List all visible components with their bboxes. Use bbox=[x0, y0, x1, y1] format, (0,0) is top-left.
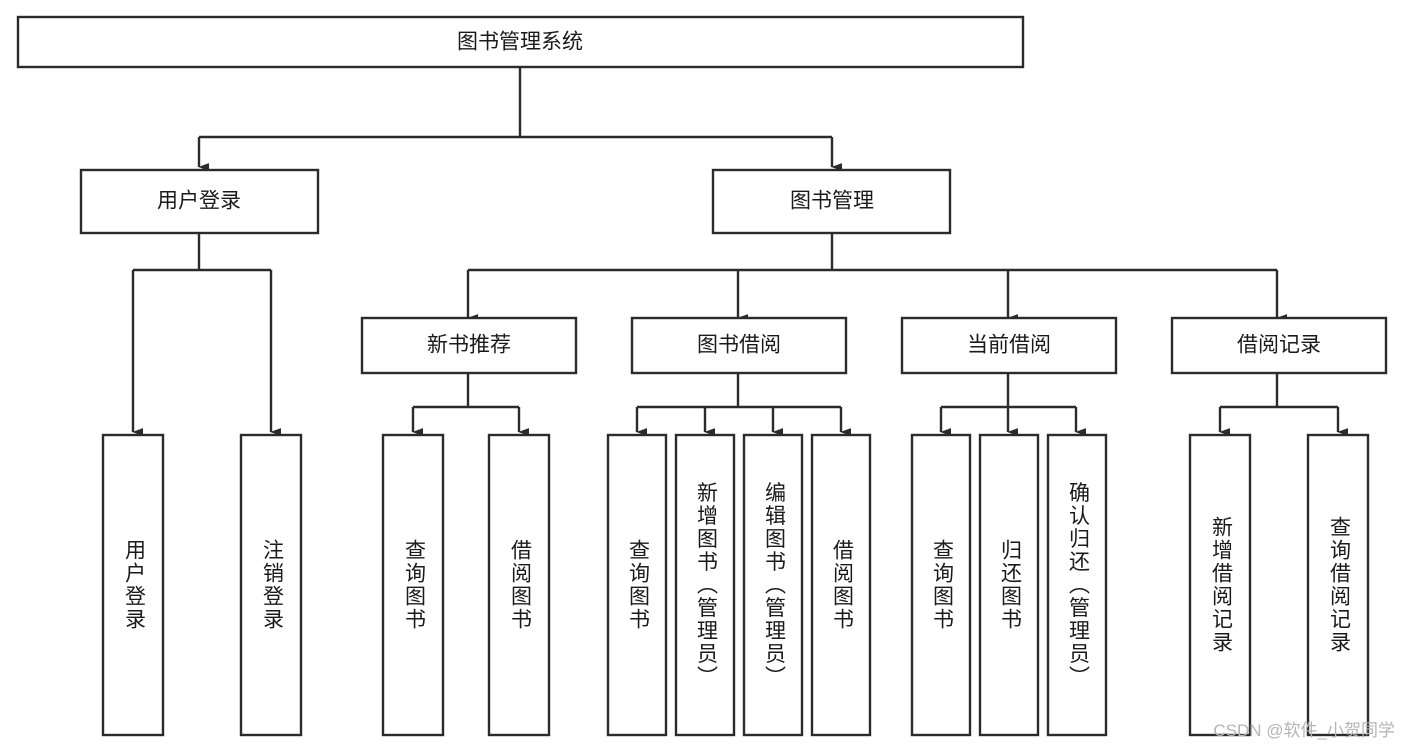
node-leaf-edit-book[interactable]: 编辑图书（管理员） bbox=[742, 433, 804, 737]
node-book-borrow-box[interactable] bbox=[630, 316, 848, 375]
node-leaf-confirm-return[interactable]: 确认归还（管理员） bbox=[1046, 433, 1108, 737]
node-leaf-borrow-book-2[interactable]: 借阅图书 bbox=[810, 433, 872, 737]
node-new-book-recommend-label: 新书推荐 bbox=[427, 334, 511, 357]
node-book-borrow-label: 图书借阅 bbox=[697, 334, 781, 357]
node-leaf-add-record[interactable]: 新增借阅记录 bbox=[1188, 433, 1252, 737]
node-leaf-user-login[interactable]: 用户登录 bbox=[101, 433, 165, 737]
node-leaf-logout-login[interactable]: 注销登录 bbox=[239, 433, 303, 737]
node-user-login-label: 用户登录 bbox=[157, 190, 241, 213]
node-leaf-logout-login-box[interactable] bbox=[239, 433, 303, 737]
node-leaf-edit-book-box[interactable] bbox=[742, 433, 804, 737]
node-current-borrow-label: 当前借阅 bbox=[967, 334, 1051, 357]
node-leaf-add-book-label: 新增图书（管理员） bbox=[694, 482, 718, 689]
node-root[interactable]: 图书管理系统 bbox=[16, 15, 1025, 69]
node-leaf-return-book-label: 归还图书 bbox=[998, 539, 1022, 631]
node-root-box[interactable] bbox=[16, 15, 1025, 69]
node-leaf-borrow-book-2-label: 借阅图书 bbox=[830, 539, 854, 631]
node-leaf-query-book-1-box[interactable] bbox=[381, 433, 445, 737]
node-book-management[interactable]: 图书管理 bbox=[711, 168, 952, 235]
node-leaf-query-book-2-label: 查询图书 bbox=[626, 539, 650, 631]
node-leaf-confirm-return-box[interactable] bbox=[1046, 433, 1108, 737]
node-borrow-record-label: 借阅记录 bbox=[1237, 334, 1321, 357]
node-leaf-return-book-box[interactable] bbox=[978, 433, 1040, 737]
node-leaf-logout-login-label: 注销登录 bbox=[260, 539, 284, 631]
node-leaf-borrow-book-1-box[interactable] bbox=[487, 433, 551, 737]
node-leaf-query-book-3-box[interactable] bbox=[910, 433, 972, 737]
node-leaf-add-record-box[interactable] bbox=[1188, 433, 1252, 737]
node-borrow-record[interactable]: 借阅记录 bbox=[1170, 316, 1388, 375]
node-leaf-query-record-label: 查询借阅记录 bbox=[1327, 516, 1351, 654]
node-user-login[interactable]: 用户登录 bbox=[79, 168, 320, 235]
node-leaf-borrow-book-2-box[interactable] bbox=[810, 433, 872, 737]
node-leaf-user-login-box[interactable] bbox=[101, 433, 165, 737]
node-leaf-add-record-label: 新增借阅记录 bbox=[1209, 516, 1233, 654]
connectors-layer bbox=[131, 67, 1349, 436]
node-leaf-add-book-box[interactable] bbox=[674, 433, 736, 737]
node-leaf-edit-book-label: 编辑图书（管理员） bbox=[762, 482, 786, 689]
node-leaf-query-book-1-label: 查询图书 bbox=[402, 539, 426, 631]
node-leaf-return-book[interactable]: 归还图书 bbox=[978, 433, 1040, 737]
node-root-label: 图书管理系统 bbox=[457, 31, 583, 54]
node-leaf-query-book-2[interactable]: 查询图书 bbox=[606, 433, 668, 737]
node-leaf-add-book[interactable]: 新增图书（管理员） bbox=[674, 433, 736, 737]
node-new-book-recommend[interactable]: 新书推荐 bbox=[360, 316, 578, 375]
node-leaf-user-login-label: 用户登录 bbox=[122, 539, 146, 631]
node-book-borrow[interactable]: 图书借阅 bbox=[630, 316, 848, 375]
node-book-management-label: 图书管理 bbox=[790, 190, 874, 213]
node-leaf-borrow-book-1-label: 借阅图书 bbox=[508, 539, 532, 631]
node-leaf-query-book-3[interactable]: 查询图书 bbox=[910, 433, 972, 737]
node-current-borrow-box[interactable] bbox=[900, 316, 1118, 375]
node-book-management-box[interactable] bbox=[711, 168, 952, 235]
node-leaf-query-record[interactable]: 查询借阅记录 bbox=[1306, 433, 1370, 737]
node-leaf-query-book-3-label: 查询图书 bbox=[930, 539, 954, 631]
node-leaf-query-book-1[interactable]: 查询图书 bbox=[381, 433, 445, 737]
node-new-book-recommend-box[interactable] bbox=[360, 316, 578, 375]
node-leaf-confirm-return-label: 确认归还（管理员） bbox=[1066, 482, 1090, 689]
node-borrow-record-box[interactable] bbox=[1170, 316, 1388, 375]
node-leaf-query-record-box[interactable] bbox=[1306, 433, 1370, 737]
node-current-borrow[interactable]: 当前借阅 bbox=[900, 316, 1118, 375]
node-user-login-box[interactable] bbox=[79, 168, 320, 235]
node-leaf-borrow-book-1[interactable]: 借阅图书 bbox=[487, 433, 551, 737]
node-leaf-query-book-2-box[interactable] bbox=[606, 433, 668, 737]
